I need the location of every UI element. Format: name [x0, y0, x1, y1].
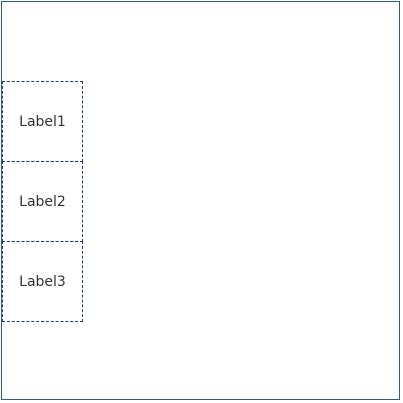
label-2[interactable]: Label2 — [2, 161, 83, 242]
label-1[interactable]: Label1 — [2, 81, 83, 162]
label-stack: Label1 Label2 Label3 — [2, 81, 83, 322]
label-3[interactable]: Label3 — [2, 241, 83, 322]
